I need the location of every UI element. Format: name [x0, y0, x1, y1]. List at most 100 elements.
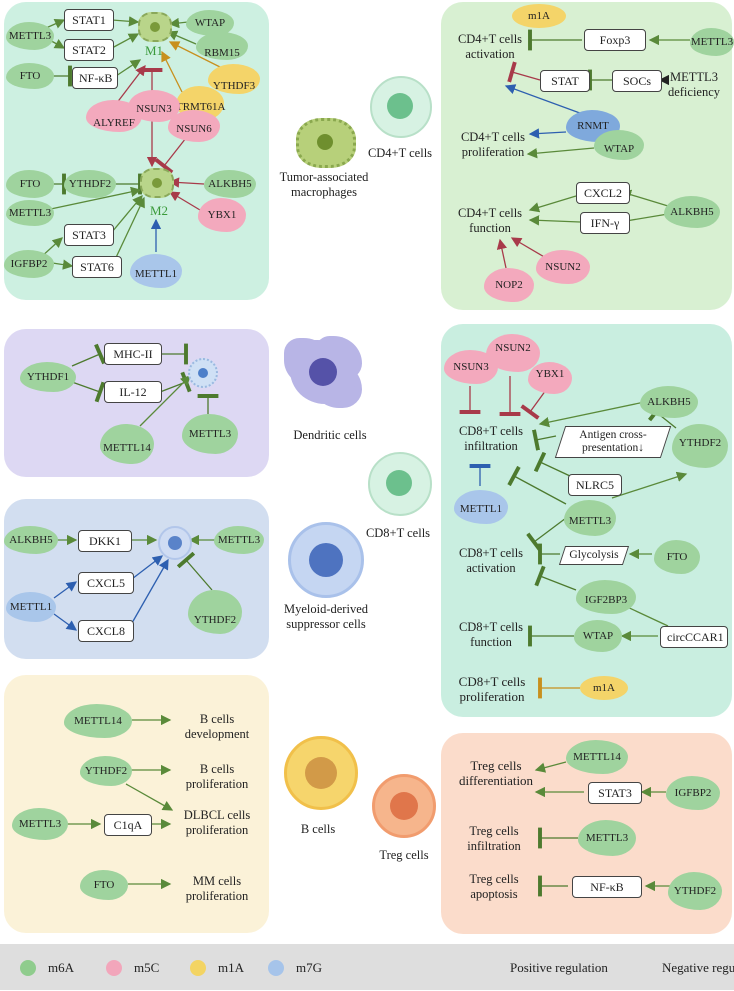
ybx1-blob-cd8: YBX1 — [528, 362, 572, 394]
m1-label: M1 — [145, 43, 164, 58]
alkbh5-blob: ALKBH5 — [204, 170, 256, 198]
ybx1-blob: YBX1 — [198, 198, 246, 232]
nlrc5-box: NLRC5 — [568, 474, 622, 496]
mettl3-blob-dc: METTL3 — [182, 414, 238, 454]
cxcl8-box: CXCL8 — [78, 620, 134, 642]
socs-box: SOCs — [612, 70, 662, 92]
ythdf3-blob: YTHDF3 — [208, 64, 260, 94]
cxcl5-box: CXCL5 — [78, 572, 134, 594]
mm-label: MM cells proliferation — [185, 874, 249, 903]
igfbp2-blob: IGFBP2 — [4, 250, 54, 278]
m1a-legend-label: m1A — [218, 960, 244, 975]
mettl3-blob-treg: METTL3 — [578, 820, 636, 856]
fto-blob-1: FTO — [6, 63, 54, 89]
stat-box: STAT — [540, 70, 590, 92]
m1a-blob-cd8: m1A — [580, 676, 628, 700]
nsun2-blob-cd4: NSUN2 — [536, 250, 590, 284]
cd8-infiltration-label: CD8+T cells infiltration — [458, 424, 524, 453]
treg-infiltration-label: Treg cells infiltration — [467, 824, 521, 853]
m1a-blob-cd4: m1A — [512, 4, 566, 28]
cd4-label: CD4+T cells — [367, 146, 433, 160]
alkbh5-blob-mdsc: ALKBH5 — [4, 526, 58, 554]
tam-cell-icon — [296, 118, 356, 168]
ythdf2-blob-treg: YTHDF2 — [668, 872, 722, 910]
stat3-box: STAT3 — [64, 224, 114, 246]
nsun3-blob: NSUN3 — [128, 90, 180, 122]
dendritic-cell-icon — [290, 340, 356, 404]
treg-apoptosis-label: Treg cells apoptosis — [469, 872, 519, 901]
nsun2-blob-cd8: NSUN2 — [486, 334, 540, 372]
rbm15-blob: RBM15 — [196, 32, 248, 60]
m6a-legend-label: m6A — [48, 960, 74, 975]
dkk1-box: DKK1 — [78, 530, 132, 552]
treg-differentiation-label: Treg cells differentiation — [458, 758, 534, 788]
mhc-box: MHC-II — [104, 343, 162, 365]
cd8-function-label: CD8+T cells function — [458, 620, 524, 649]
cd8-activation-label: CD8+T cells activation — [458, 546, 524, 575]
wtap-blob-cd8: WTAP — [574, 620, 622, 652]
cxcl2-box: CXCL2 — [576, 182, 630, 204]
mettl3-deficiency-label: METTL3 deficiency — [667, 70, 721, 99]
glycolysis-box: Glycolysis — [558, 546, 630, 565]
cd4-activation-label: CD4+T cells activation — [457, 32, 523, 61]
ifng-box: IFN-γ — [580, 212, 630, 234]
mettl3-blob-mdsc: METTL3 — [214, 526, 264, 554]
ythdf2-blob-mdsc: YTHDF2 — [188, 590, 242, 634]
mettl3-blob-b: METTL3 — [12, 808, 68, 840]
ythdf2-blob: YTHDF2 — [64, 170, 116, 198]
mettl3b-blob: METTL3 — [6, 200, 54, 226]
b-development-label: B cells development — [184, 712, 250, 741]
m2-macrophage-icon — [140, 168, 174, 198]
m7g-legend-swatch — [268, 960, 284, 976]
m7g-legend-label: m7G — [296, 960, 322, 975]
stat6-box: STAT6 — [72, 256, 122, 278]
m2-label: M2 — [150, 203, 169, 218]
treg-label: Treg cells — [379, 848, 429, 862]
stat3-box-treg: STAT3 — [588, 782, 642, 804]
mettl3-blob: METTL3 — [6, 22, 54, 50]
mdsc-cell-icon — [288, 522, 364, 598]
b-cell-icon — [284, 736, 358, 810]
mettl3-blob-cd4: METTL3 — [690, 28, 734, 56]
stat1-box: STAT1 — [64, 9, 114, 31]
circccar1-box: circCCAR1 — [660, 626, 728, 648]
m1a-legend-swatch — [190, 960, 206, 976]
stat2-box: STAT2 — [64, 39, 114, 61]
nsun6-blob: NSUN6 — [168, 110, 220, 142]
dc-label: Dendritic cells — [293, 428, 367, 442]
m5c-legend-swatch — [106, 960, 122, 976]
nop2-blob: NOP2 — [484, 268, 534, 302]
mdsc-label: Myeloid-derived suppressor cells — [283, 602, 368, 631]
alkbh5-blob-cd4: ALKBH5 — [664, 196, 720, 228]
mettl1-blob-cd8: METTL1 — [454, 490, 508, 524]
dlbcl-label: DLBCL cells proliferation — [183, 808, 251, 837]
cd4-function-label: CD4+T cells function — [457, 206, 523, 235]
ythdf2-blob-b: YTHDF2 — [80, 756, 132, 786]
cd4-cell-icon — [370, 76, 432, 138]
il12-box: IL-12 — [104, 381, 162, 403]
b-label: B cells — [300, 822, 336, 836]
positive-regulation-label: Positive regulation — [510, 960, 608, 975]
igfbp2-blob-treg: IGFBP2 — [666, 776, 720, 810]
cd4-proliferation-label: CD4+T cells proliferation — [460, 130, 526, 159]
ythdf2-blob-cd8: YTHDF2 — [672, 424, 728, 468]
nfkb-box-treg: NF-κB — [572, 876, 642, 898]
mettl14-blob-dc: METTL14 — [100, 424, 154, 464]
ythdf1-blob: YTHDF1 — [20, 362, 76, 392]
c1qa-box: C1qA — [104, 814, 152, 836]
m6a-legend-swatch — [20, 960, 36, 976]
mettl14-blob-treg: METTL14 — [566, 740, 628, 774]
mettl1-blob-mdsc: METTL1 — [6, 592, 56, 622]
wtap-blob: WTAP — [186, 10, 234, 36]
fto-blob-b: FTO — [80, 870, 128, 900]
cd8-label: CD8+T cells — [365, 526, 431, 540]
b-proliferation-label: B cells proliferation — [185, 762, 249, 791]
treg-cell-icon — [372, 774, 436, 838]
mdsc-small-icon — [158, 526, 192, 560]
mettl1-blob: METTL1 — [130, 254, 182, 288]
mettl3-blob-cd8: METTL3 — [564, 500, 616, 536]
igf2bp3-blob: IGF2BP3 — [576, 580, 636, 614]
alkbh5-blob-cd8: ALKBH5 — [640, 386, 698, 418]
cd8-proliferation-label: CD8+T cells proliferation — [458, 674, 526, 704]
wtap-blob-cd4: WTAP — [594, 130, 644, 160]
